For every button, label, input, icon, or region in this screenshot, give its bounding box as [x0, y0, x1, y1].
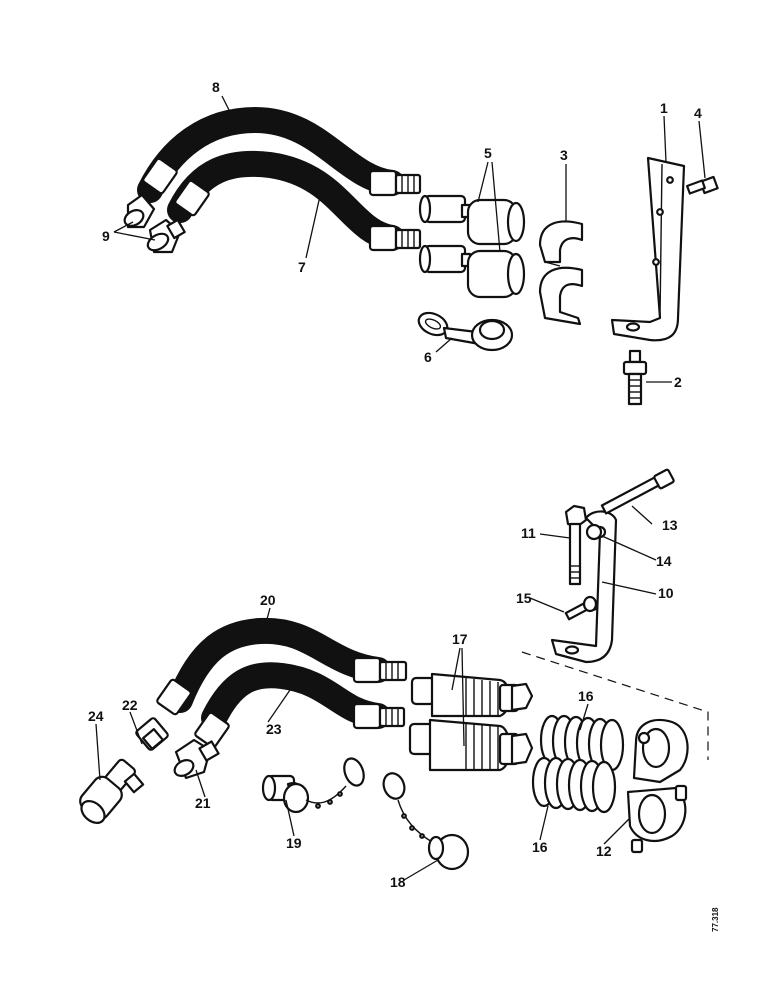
callout-13: 13 [662, 517, 678, 533]
coupler-24 [79, 758, 145, 824]
hose-20 [156, 617, 408, 716]
callout-23: 23 [266, 721, 282, 737]
callout-1: 1 [660, 100, 668, 116]
callout-12: 12 [596, 843, 612, 859]
bracket-10 [550, 510, 618, 664]
bracket-1 [610, 156, 686, 342]
callout-11: 11 [521, 525, 536, 541]
nut-14 [585, 523, 603, 541]
dashed-assembly-line [521, 651, 709, 760]
callout-2: 2 [674, 374, 682, 390]
dust-cap-19 [261, 757, 365, 814]
couplers-5 [418, 194, 526, 299]
screw-15 [564, 595, 598, 621]
couplers-17 [408, 672, 534, 772]
bolt-11 [564, 504, 588, 586]
dust-cap-18 [382, 772, 470, 871]
callout-7: 7 [298, 259, 306, 275]
adaptor-22 [135, 717, 169, 751]
spring-16-upper [539, 714, 625, 772]
hose-7 [167, 150, 422, 252]
callout-8: 8 [212, 79, 220, 95]
callout-16-lower: 16 [532, 839, 548, 855]
hose-8 [137, 106, 422, 203]
hose-23 [194, 662, 406, 749]
callout-6: 6 [424, 349, 432, 365]
callout-15: 15 [516, 590, 532, 606]
callout-24: 24 [88, 708, 104, 724]
elbow-fittings-9 [123, 193, 186, 254]
callout-22: 22 [122, 697, 138, 713]
callout-21: 21 [195, 795, 211, 811]
spring-16-lower [531, 756, 617, 814]
callout-20: 20 [260, 592, 276, 608]
callout-3: 3 [560, 147, 568, 163]
figure-reference: 77.318 [711, 907, 720, 932]
dust-cap-6 [417, 311, 514, 352]
callout-14: 14 [656, 553, 672, 569]
callout-10: 10 [658, 585, 674, 601]
callout-18: 18 [390, 874, 406, 890]
bolt-4 [686, 175, 719, 195]
upper-assembly [113, 95, 719, 406]
elbow-21 [173, 738, 220, 780]
stud-2 [622, 349, 648, 406]
callout-5: 5 [484, 145, 492, 161]
callout-4: 4 [694, 105, 702, 121]
callout-9: 9 [102, 228, 110, 244]
clamp-12 [626, 718, 689, 854]
clamp-3 [538, 220, 584, 326]
callout-19: 19 [286, 835, 302, 851]
bolt-13 [600, 468, 675, 515]
callout-16-upper: 16 [578, 688, 594, 704]
lower-assembly [79, 468, 709, 881]
callout-17: 17 [452, 631, 468, 647]
callout-labels: 8 5 3 1 4 9 7 6 2 13 11 14 10 15 20 17 1… [88, 79, 720, 932]
